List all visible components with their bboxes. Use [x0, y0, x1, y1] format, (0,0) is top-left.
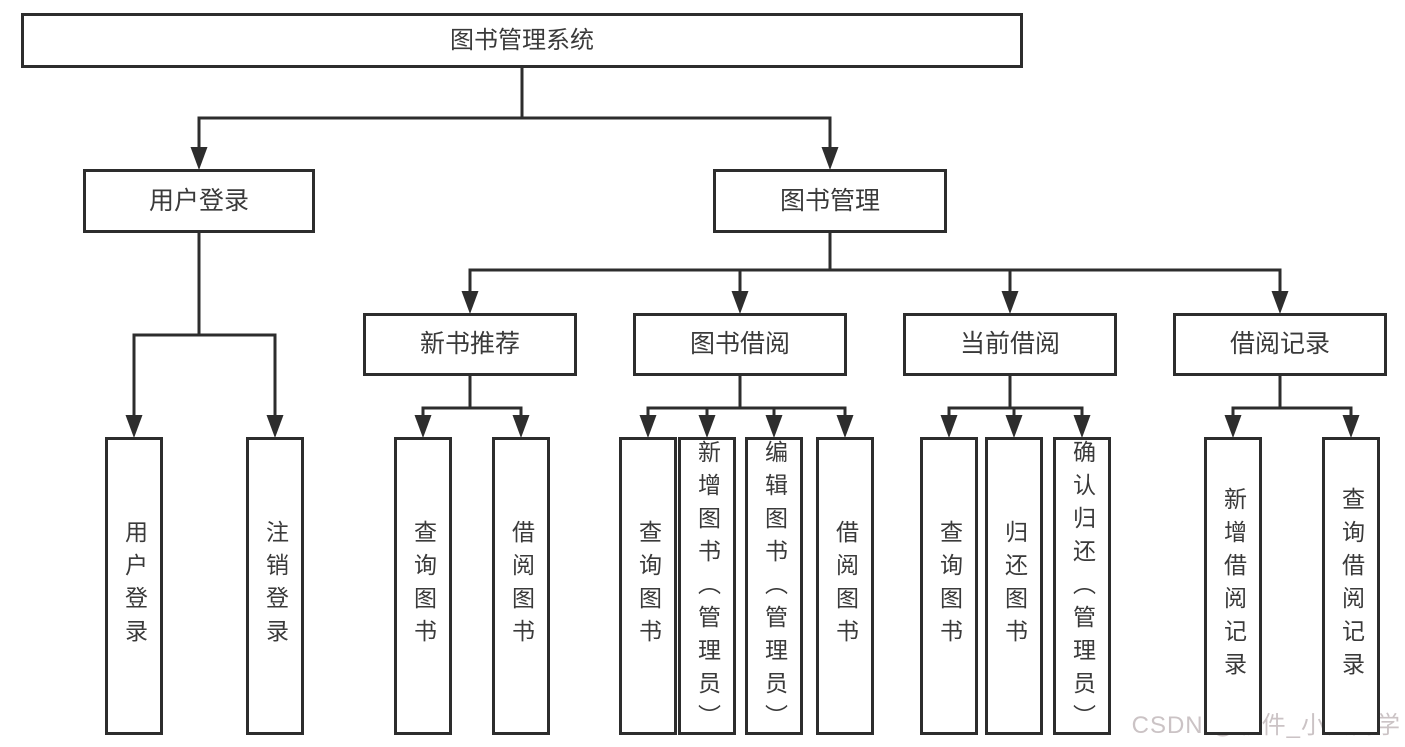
tree-node-user-login: 用户登录 — [83, 169, 315, 233]
tree-node-cb-confirm: 确认归还（管理员） — [1053, 437, 1111, 737]
tree-node-bb-edit: 编辑图书（管理员） — [745, 437, 803, 737]
tree-node-bb-borrow: 借阅图书 — [816, 437, 874, 735]
tree-node-br-add: 新增借阅记录 — [1204, 437, 1262, 735]
tree-node-nbr-query: 查询图书 — [394, 437, 452, 735]
tree-node-nbr-borrow: 借阅图书 — [492, 437, 550, 735]
tree-node-bb-query: 查询图书 — [619, 437, 677, 735]
tree-node-cb-return: 归还图书 — [985, 437, 1043, 735]
tree-node-br-query: 查询借阅记录 — [1322, 437, 1380, 735]
tree-node-bb-add: 新增图书（管理员） — [678, 437, 736, 737]
tree-node-root: 图书管理系统 — [21, 13, 1023, 68]
tree-node-current-borrow: 当前借阅 — [903, 313, 1117, 376]
tree-node-cb-query: 查询图书 — [920, 437, 978, 735]
tree-node-book-mgmt: 图书管理 — [713, 169, 947, 233]
tree-node-new-book-rec: 新书推荐 — [363, 313, 577, 376]
tree-node-book-borrow: 图书借阅 — [633, 313, 847, 376]
tree-node-logout: 注销登录 — [246, 437, 304, 735]
tree-node-borrow-records: 借阅记录 — [1173, 313, 1387, 376]
tree-node-user-login-leaf: 用户登录 — [105, 437, 163, 735]
